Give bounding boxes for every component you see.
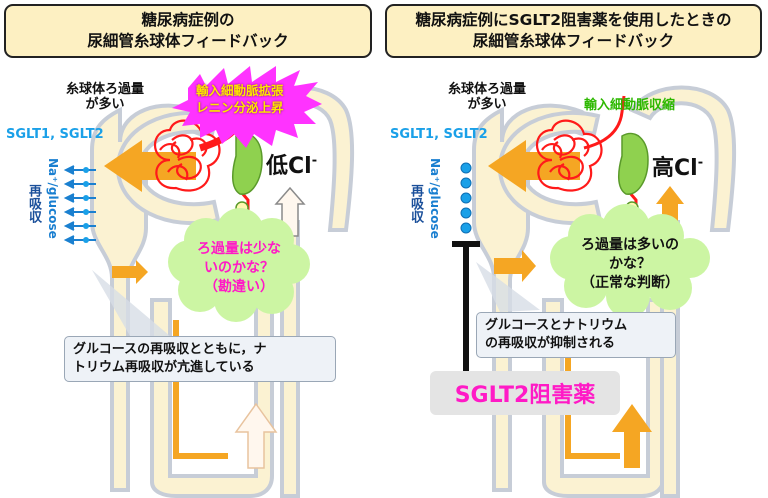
right-afferent-arteriole bbox=[583, 95, 626, 150]
left-note-pointer bbox=[92, 270, 170, 336]
right-reabsorption-label: 再吸収 bbox=[408, 184, 423, 223]
right-sglt-label: SGLT1, SGLT2 bbox=[390, 127, 488, 142]
right-distal-top bbox=[629, 85, 737, 232]
right-note-line1: グルコースとナトリウム bbox=[485, 318, 628, 333]
left-cloud-text: ろ過量は少な いのかな？ （勘違い） bbox=[180, 240, 298, 297]
right-cl-text: 高Cl bbox=[652, 156, 698, 181]
left-sglt-transporters bbox=[83, 167, 89, 243]
right-inhibitor-bar bbox=[452, 241, 480, 247]
left-note-line1: グルコースの再吸収とともに，ナ bbox=[73, 342, 267, 357]
right-title-line2: 尿細管糸球体フィードバック bbox=[472, 32, 675, 50]
right-inhibitor-stem bbox=[463, 246, 469, 372]
left-panel bbox=[63, 66, 355, 498]
right-title-box: 糖尿病症例にSGLT2阻害薬を使用したときの 尿細管糸球体フィードバック bbox=[385, 4, 762, 58]
left-title-line1: 糖尿病症例の bbox=[141, 11, 235, 29]
right-cl-label: 高Cl- bbox=[652, 150, 703, 182]
left-burst-line1: 輸入細動脈拡張 bbox=[196, 83, 284, 98]
left-note-box: グルコースの再吸収とともに，ナ トリウム再吸収が亢進している bbox=[64, 336, 336, 382]
right-gfr-label: 糸球体ろ過量 が多い bbox=[448, 82, 526, 112]
right-arteriole-label: 輸入細動脈収縮 bbox=[584, 98, 676, 113]
left-title-line2: 尿細管糸球体フィードバック bbox=[87, 32, 289, 50]
right-macula-densa bbox=[618, 132, 649, 195]
left-gfr-line1: 糸球体ろ過量 bbox=[66, 82, 145, 97]
right-gfr-line2: が多い bbox=[467, 97, 507, 112]
left-loop-up-arrow bbox=[234, 402, 278, 469]
right-sglt-transporters bbox=[460, 162, 472, 234]
left-gfr-line2: が多い bbox=[85, 97, 125, 112]
right-na-glucose-label: Na⁺/glucose bbox=[428, 158, 442, 239]
left-sglt-label: SGLT1, SGLT2 bbox=[6, 127, 104, 142]
left-cl-sup: - bbox=[311, 153, 318, 169]
right-loop-up-arrow bbox=[612, 404, 652, 468]
left-cl-label: 低Cl- bbox=[266, 148, 317, 180]
right-title-line1: 糖尿病症例にSGLT2阻害薬を使用したときの bbox=[415, 11, 732, 29]
right-note-pointer bbox=[476, 262, 540, 312]
left-gfr-label: 糸球体ろ過量 が多い bbox=[66, 82, 144, 112]
right-cloud-line1: ろ過量は多いの bbox=[581, 237, 679, 253]
left-bowman-capsule bbox=[115, 110, 221, 226]
right-small-orange-arrow bbox=[494, 250, 536, 282]
right-gfr-line1: 糸球体ろ過量 bbox=[448, 82, 527, 97]
left-cloud-line3: （勘違い） bbox=[204, 279, 274, 295]
right-cloud-line2: かな？ bbox=[609, 256, 651, 272]
left-title-box: 糖尿病症例の 尿細管糸球体フィードバック bbox=[4, 4, 372, 58]
right-cloud-line3: （正常な判断） bbox=[581, 275, 679, 291]
left-na-glucose-label: Na⁺/glucose bbox=[46, 158, 60, 239]
left-cloud-line2: いのかな？ bbox=[204, 260, 274, 276]
right-note-box: グルコースとナトリウム の再吸収が抑制される bbox=[476, 312, 676, 358]
left-cloud-line1: ろ過量は少な bbox=[197, 241, 281, 257]
left-burst-text: 輸入細動脈拡張 レニン分泌上昇 bbox=[196, 82, 284, 116]
sglt2-inhibitor-label: SGLT2阻害薬 bbox=[430, 371, 620, 415]
left-macula-densa bbox=[232, 132, 263, 195]
right-cloud-text: ろ過量は多いの かな？ （正常な判断） bbox=[568, 236, 692, 293]
right-loop-flow-arrow bbox=[565, 320, 620, 459]
right-cloud bbox=[550, 204, 710, 318]
left-cl-text: 低Cl bbox=[266, 154, 312, 179]
left-cloud bbox=[168, 208, 310, 322]
left-note-line2: トリウム再吸収が亢進している bbox=[73, 360, 255, 375]
right-cl-sup: - bbox=[697, 155, 704, 171]
left-reabsorption-label: 再吸収 bbox=[26, 184, 41, 223]
right-glomerulus bbox=[536, 119, 603, 192]
left-small-orange-arrow bbox=[112, 260, 148, 284]
left-burst-shape bbox=[172, 66, 322, 148]
left-burst-line2: レニン分泌上昇 bbox=[196, 100, 284, 115]
right-note-line2: の再吸収が抑制される bbox=[485, 336, 616, 351]
